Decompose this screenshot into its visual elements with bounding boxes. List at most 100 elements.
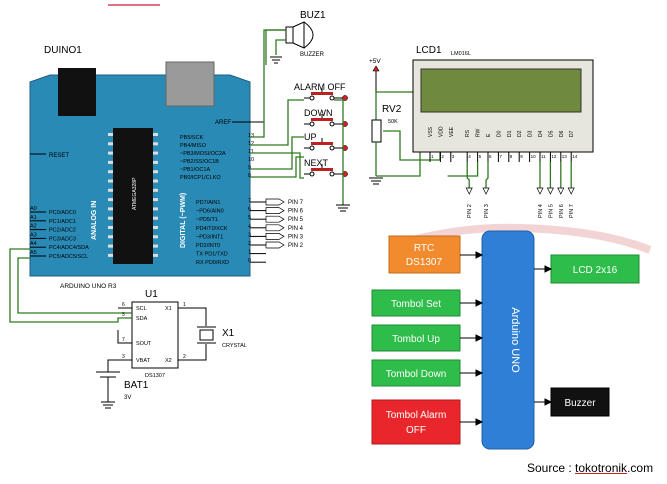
lcd-pin-name: D2 (517, 130, 523, 137)
arduino-subtitle: ARDUINO UNO R3 (60, 283, 117, 290)
lcd-pin-num: 4 (468, 154, 471, 159)
lower-pin-num: 6 (248, 207, 251, 213)
analog-pin-name: PC5/ADC5/SCL (49, 254, 88, 260)
lcd-pin-name: RS (465, 129, 471, 137)
rtc-chip (131, 301, 179, 369)
analog-pin-num: A3 (30, 232, 37, 238)
lower-pin-name: TX PD1/TXD (196, 252, 228, 258)
tombol-down-block: Tombol Down (371, 359, 461, 387)
lower-pin-num: 3 (248, 232, 251, 238)
lcd-terminal (567, 187, 575, 195)
lower-pin-name: ~PD6/AIN0 (196, 209, 224, 215)
analog-pin-name: PC3/ADC3 (49, 236, 76, 242)
lcd-pin-num: 13 (562, 154, 568, 159)
lcd-pin-num: 10 (531, 154, 537, 159)
crystal-symbol (199, 329, 214, 341)
lower-pin-num: 7 (248, 198, 251, 204)
upper-pin-name: PB4/MISO (180, 143, 207, 149)
lower-pin-port: PIN 2 (288, 243, 304, 249)
lower-pin-port: PIN 6 (288, 209, 304, 215)
pot-value: 50K (388, 119, 398, 125)
potentiometer (371, 119, 382, 143)
lower-pin-name: RX PD0/RXD (196, 260, 229, 266)
lcd-pin-name: RW (476, 128, 482, 137)
lcd-model: LM016L (451, 51, 471, 57)
arduino-board: ATMEGA328P ANALOG IN DIGITAL (~PWM) ARDU… (29, 61, 251, 290)
lcd-pins: VSS1VDD2VEE3RS4RW5E6D07D18D29D310D411D51… (428, 126, 578, 218)
analog-pin-name: PC2/ADC2 (49, 228, 76, 234)
pot-title: RV2 (382, 104, 402, 115)
lcd-terminal (482, 187, 490, 195)
lower-pin-num: 2 (248, 241, 251, 247)
lower-pin-num: 4 (248, 224, 251, 230)
rtc-block-line2: DS1307 (406, 257, 443, 268)
lower-pin-port: PIN 5 (288, 217, 304, 223)
analog-pin-num: A4 (30, 241, 37, 247)
svg-text:Tombol Down: Tombol Down (386, 369, 447, 380)
button-label: NEXT (304, 158, 329, 168)
lower-pin-port: PIN 3 (288, 234, 304, 240)
tombol-set-block: Tombol Set (371, 289, 461, 317)
lcd-terminal (536, 187, 544, 195)
lcd-pin-name: D7 (569, 130, 575, 137)
lower-pin-port: PIN 7 (288, 200, 304, 206)
buzzer-block: Buzzer (550, 387, 610, 417)
arduino-title: DUINO1 (44, 45, 82, 56)
rtc-xpin-name: X2 (165, 358, 172, 364)
upper-pin-name: PB5/SCK (180, 135, 204, 141)
analog-pins: A0PC0/ADC0A1PC1/ADC1A2PC2/ADC2A3PC3/ADC3… (30, 206, 89, 260)
rtc-xpin-num: 2 (183, 354, 186, 360)
button-label: ALARM OFF (294, 82, 346, 92)
svg-text:Tombol Set: Tombol Set (391, 299, 441, 310)
usb-port (165, 61, 215, 107)
lower-pin-num: 5 (248, 215, 251, 221)
lcd-pin-name: D0 (496, 130, 502, 137)
analog-pin-num: A0 (30, 206, 37, 212)
digital-label: DIGITAL (~PWM) (180, 193, 187, 248)
svg-text:LCD 2x16: LCD 2x16 (573, 265, 618, 276)
lcd-pin-num: 9 (520, 154, 523, 159)
lcd-pin-name: VDD (438, 126, 444, 137)
rtc-pin-name: SDA (136, 316, 148, 322)
rtc-label: DS1307 (145, 373, 165, 379)
button-label: DOWN (304, 108, 333, 118)
upper-pin-name: ~PB1/OC1A (180, 167, 210, 173)
lower-pin-port: PIN 4 (288, 226, 304, 232)
lower-pin-name: ~PD3/INT1 (196, 234, 223, 240)
buzzer-symbol (285, 21, 314, 49)
terminal-arrow (265, 233, 285, 240)
svg-text:OFF: OFF (406, 425, 426, 436)
lcd-pin-name: VSS (428, 126, 434, 137)
buzzer-label: BUZZER (300, 52, 325, 58)
lcd-pin-num: 8 (510, 154, 513, 159)
upper-pin-num: 12 (248, 141, 254, 147)
terminal-arrow (265, 215, 285, 223)
lower-pin-num: 0 (248, 258, 251, 264)
lower-pin-num: 1 (248, 250, 251, 256)
upper-pin-num: 10 (248, 157, 254, 163)
analog-pin-name: PC4/ADC4/SDA (49, 245, 89, 251)
dc-jack (58, 68, 96, 116)
lcd-pin-port: PIN 7 (569, 204, 575, 218)
analog-pin-name: PC1/ADC1 (49, 219, 76, 225)
upper-pin-name: ~PB2/SS/OC1B (180, 159, 219, 165)
rtc-pin-num: 3 (122, 354, 125, 360)
lcd-pin-num: 7 (499, 154, 502, 159)
rtc-xpin-name: X1 (165, 306, 172, 312)
upper-pin-num: 13 (248, 133, 254, 139)
arduino-uno-label: Arduino UNO (509, 307, 521, 373)
upper-pin-name: PB0/ICP1/CLKO (180, 175, 221, 181)
rtc-pin-name: VBAT (136, 358, 151, 364)
terminal-arrow (265, 207, 285, 214)
terminal-arrow (265, 198, 285, 206)
reset-label: RESET (49, 153, 69, 159)
lcd-pin-name: D3 (528, 130, 534, 137)
upper-pin-num: 11 (248, 149, 254, 155)
rtc-pin-num: 7 (122, 337, 125, 343)
aref-label: AREF (215, 120, 231, 126)
lcd-pin-num: 6 (489, 154, 492, 159)
battery-value: 3V (124, 395, 131, 401)
